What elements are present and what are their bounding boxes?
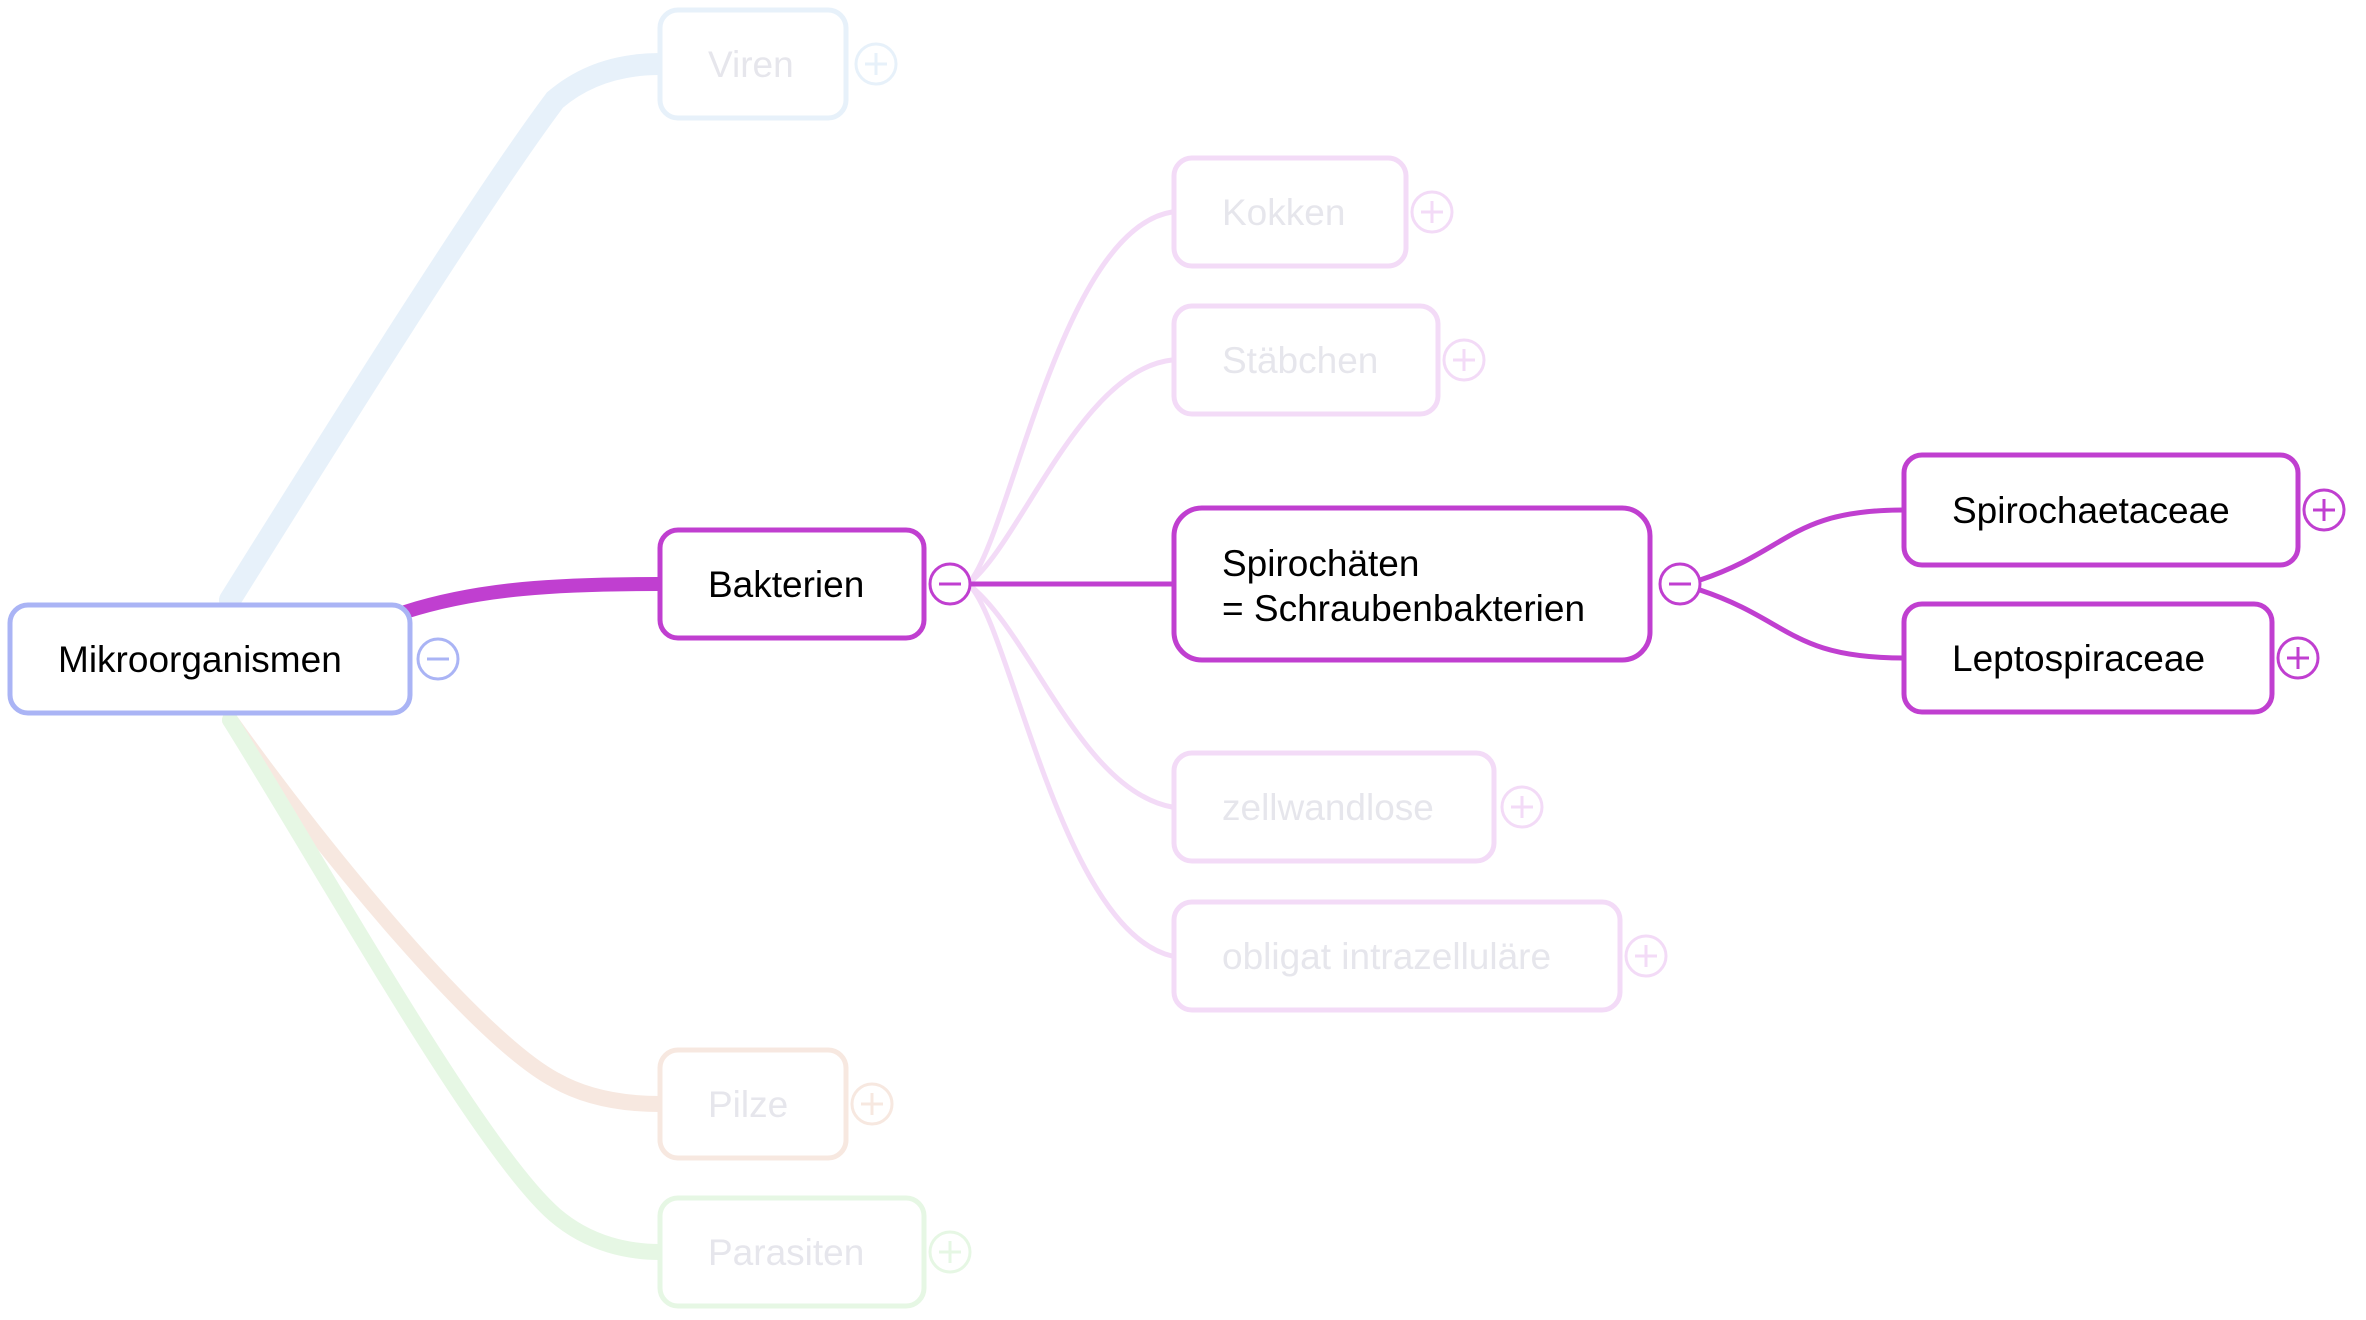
node-pilze[interactable]: Pilze: [657, 1047, 849, 1161]
connector-viren: [219, 53, 671, 611]
plus-circle-icon[interactable]: [850, 1082, 894, 1126]
node-obligat-intrazellulaere[interactable]: obligat intrazelluläre: [1171, 899, 1623, 1013]
plus-circle-icon[interactable]: [1500, 785, 1544, 829]
connector-leptospiraceae: [1699, 587, 1905, 661]
plus-circle-icon[interactable]: [2276, 636, 2320, 680]
connector-parasiten: [222, 712, 668, 1260]
plus-circle-icon[interactable]: [1442, 338, 1486, 382]
node-parasiten-label: Parasiten: [708, 1232, 864, 1273]
node-spirochaeten-line-2: = Schraubenbakterien: [1222, 588, 1585, 629]
minus-circle-icon[interactable]: [1658, 562, 1702, 606]
node-leptospiraceae[interactable]: Leptospiraceae: [1901, 601, 2275, 715]
node-kokken-label: Kokken: [1222, 192, 1345, 233]
node-kokken[interactable]: Kokken: [1171, 155, 1409, 269]
node-bakterien[interactable]: Bakterien: [657, 527, 927, 641]
connector-kokken: [966, 209, 1173, 586]
node-leptospiraceae-label: Leptospiraceae: [1952, 638, 2205, 679]
plus-circle-icon[interactable]: [2302, 488, 2346, 532]
plus-circle-icon[interactable]: [928, 1230, 972, 1274]
minus-circle-icon[interactable]: [416, 637, 460, 681]
connector-staebchen: [966, 357, 1173, 586]
node-viren[interactable]: Viren: [657, 7, 849, 121]
node-spirochaetaceae-label: Spirochaetaceae: [1952, 490, 2230, 531]
plus-circle-icon[interactable]: [1624, 934, 1668, 978]
node-zellwandlose-label: zellwandlose: [1222, 787, 1434, 828]
node-obligat-label: obligat intrazelluläre: [1222, 936, 1551, 977]
node-bakterien-label: Bakterien: [708, 564, 864, 605]
connectors: [219, 53, 1905, 1260]
connector-zellwandlose: [966, 581, 1173, 810]
node-spirochaetaceae[interactable]: Spirochaetaceae: [1901, 452, 2301, 568]
connector-spirochaetaceae: [1699, 507, 1905, 583]
node-staebchen[interactable]: Stäbchen: [1171, 303, 1441, 417]
connector-bakterien: [398, 577, 665, 619]
node-spirochaeten[interactable]: Spirochäten = Schraubenbakterien: [1171, 505, 1653, 663]
node-spirochaeten-line-1: Spirochäten: [1222, 543, 1419, 584]
root-node[interactable]: Mikroorganismen: [7, 602, 413, 716]
node-staebchen-label: Stäbchen: [1222, 340, 1378, 381]
node-zellwandlose[interactable]: zellwandlose: [1171, 750, 1497, 864]
node-pilze-label: Pilze: [708, 1084, 788, 1125]
root-node-label: Mikroorganismen: [58, 639, 342, 680]
plus-circle-icon[interactable]: [854, 42, 898, 86]
plus-circle-icon[interactable]: [1410, 190, 1454, 234]
connector-pilze: [222, 712, 668, 1112]
connector-obligat: [966, 582, 1173, 959]
minus-circle-icon[interactable]: [928, 562, 972, 606]
node-viren-label: Viren: [708, 44, 794, 85]
node-parasiten[interactable]: Parasiten: [657, 1195, 927, 1309]
